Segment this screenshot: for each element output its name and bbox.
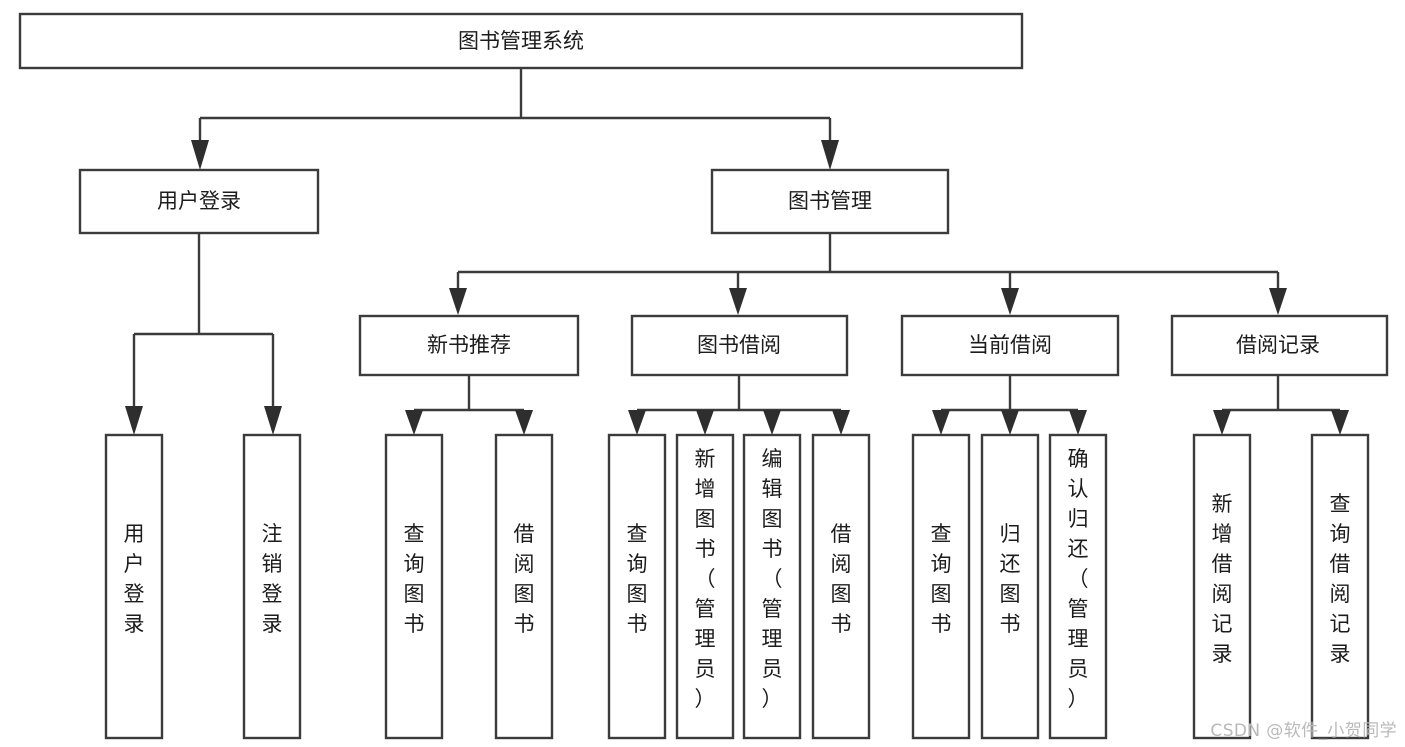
arrow-head-icon <box>515 410 533 435</box>
node-user-login[interactable]: 用户登录 <box>78 168 320 235</box>
node-leaf-query-book-3[interactable]: 查询图书 <box>911 433 971 740</box>
node-leaf-query-record-box[interactable] <box>1310 433 1370 740</box>
connector-bookborrow-to-leaves <box>628 375 850 435</box>
node-new-book-recommend-box[interactable] <box>358 314 580 377</box>
arrow-head-icon <box>763 410 781 435</box>
node-current-borrow-label: 当前借阅 <box>968 333 1052 357</box>
arrow-head-icon <box>1213 410 1231 435</box>
arrow-head-icon <box>264 406 282 435</box>
node-leaf-user-logout-label: 注销登录 <box>262 522 283 636</box>
arrow-head-icon <box>125 406 143 435</box>
node-root-label: 图书管理系统 <box>458 29 584 53</box>
node-new-book-recommend-label: 新书推荐 <box>427 333 511 357</box>
node-leaf-user-logout[interactable]: 注销登录 <box>242 433 302 740</box>
node-current-borrow-box[interactable] <box>900 314 1120 377</box>
arrow-head-icon <box>191 140 209 170</box>
node-borrow-record-label: 借阅记录 <box>1236 333 1320 357</box>
node-leaf-add-book-label: 新增图书（管理员） <box>695 447 716 711</box>
arrow-head-icon <box>405 410 423 435</box>
node-leaf-edit-book[interactable]: 编辑图书（管理员） <box>742 433 802 740</box>
node-book-manage-label: 图书管理 <box>788 189 872 213</box>
node-leaf-borrow-book-2-label: 借阅图书 <box>831 522 852 636</box>
connector-bookmanage-to-level3 <box>449 233 1287 315</box>
node-leaf-user-login-box[interactable] <box>104 433 164 740</box>
arrow-head-icon <box>1001 288 1019 315</box>
node-book-manage-box[interactable] <box>710 168 950 235</box>
arrow-head-icon <box>449 288 467 315</box>
node-root[interactable]: 图书管理系统 <box>18 12 1024 70</box>
node-leaf-user-login-label: 用户登录 <box>124 522 145 636</box>
node-leaf-borrow-book-1-label: 借阅图书 <box>514 522 535 636</box>
node-leaf-query-record[interactable]: 查询借阅记录 <box>1310 433 1370 740</box>
node-leaf-query-book-3-label: 查询图书 <box>931 522 952 636</box>
node-leaf-confirm-return-label: 确认归还（管理员） <box>1068 447 1089 711</box>
node-borrow-record[interactable]: 借阅记录 <box>1170 314 1389 377</box>
node-new-book-recommend[interactable]: 新书推荐 <box>358 314 580 377</box>
connector-root-to-level2 <box>191 68 839 170</box>
node-leaf-add-record[interactable]: 新增借阅记录 <box>1192 433 1252 740</box>
node-leaf-return-book[interactable]: 归还图书 <box>980 433 1040 740</box>
node-leaf-user-login[interactable]: 用户登录 <box>104 433 164 740</box>
node-current-borrow[interactable]: 当前借阅 <box>900 314 1120 377</box>
node-book-borrow-box[interactable] <box>630 314 849 377</box>
node-leaf-query-book-2-label: 查询图书 <box>627 522 648 636</box>
node-leaf-add-book[interactable]: 新增图书（管理员） <box>675 433 735 740</box>
node-leaf-edit-book-box[interactable] <box>742 433 802 740</box>
node-leaf-borrow-book-2[interactable]: 借阅图书 <box>811 433 871 740</box>
arrow-head-icon <box>729 288 747 315</box>
node-borrow-record-box[interactable] <box>1170 314 1389 377</box>
arrow-head-icon <box>1069 410 1087 435</box>
arrow-head-icon <box>1001 410 1019 435</box>
connector-userlogin-to-leaves <box>125 233 282 435</box>
node-leaf-add-book-box[interactable] <box>675 433 735 740</box>
node-leaf-query-book-1-box[interactable] <box>384 433 444 740</box>
connector-borrowrecord-to-leaves <box>1213 375 1349 435</box>
node-leaf-query-book-1-label: 查询图书 <box>404 522 425 636</box>
node-book-borrow[interactable]: 图书借阅 <box>630 314 849 377</box>
node-leaf-user-logout-box[interactable] <box>242 433 302 740</box>
arrow-head-icon <box>932 410 950 435</box>
node-book-manage[interactable]: 图书管理 <box>710 168 950 235</box>
arrow-head-icon <box>832 410 850 435</box>
arrow-head-icon <box>1331 410 1349 435</box>
node-leaf-return-book-label: 归还图书 <box>1000 522 1021 636</box>
node-user-login-box[interactable] <box>78 168 320 235</box>
node-leaf-borrow-book-1-box[interactable] <box>494 433 554 740</box>
node-leaf-borrow-book-1[interactable]: 借阅图书 <box>494 433 554 740</box>
arrow-head-icon <box>821 140 839 170</box>
node-leaf-query-record-label: 查询借阅记录 <box>1330 492 1351 666</box>
node-leaf-query-book-3-box[interactable] <box>911 433 971 740</box>
node-leaf-query-book-1[interactable]: 查询图书 <box>384 433 444 740</box>
node-leaf-add-record-box[interactable] <box>1192 433 1252 740</box>
node-user-login-label: 用户登录 <box>157 189 241 213</box>
node-leaf-borrow-book-2-box[interactable] <box>811 433 871 740</box>
node-leaf-add-record-label: 新增借阅记录 <box>1212 492 1233 666</box>
node-root-box[interactable] <box>18 12 1024 70</box>
connector-currentborrow-to-leaves <box>932 375 1087 435</box>
node-leaf-query-book-2-box[interactable] <box>607 433 667 740</box>
node-leaf-edit-book-label: 编辑图书（管理员） <box>762 447 783 711</box>
node-leaf-query-book-2[interactable]: 查询图书 <box>607 433 667 740</box>
csdn-watermark: CSDN @软件_小贺同学 <box>1210 721 1397 741</box>
arrow-head-icon <box>628 410 646 435</box>
node-leaf-confirm-return[interactable]: 确认归还（管理员） <box>1048 433 1108 740</box>
arrow-head-icon <box>696 410 714 435</box>
node-leaf-return-book-box[interactable] <box>980 433 1040 740</box>
node-leaf-confirm-return-box[interactable] <box>1048 433 1108 740</box>
node-book-borrow-label: 图书借阅 <box>697 333 781 357</box>
connector-newbook-to-leaves <box>405 375 533 435</box>
arrow-head-icon <box>1269 288 1287 315</box>
